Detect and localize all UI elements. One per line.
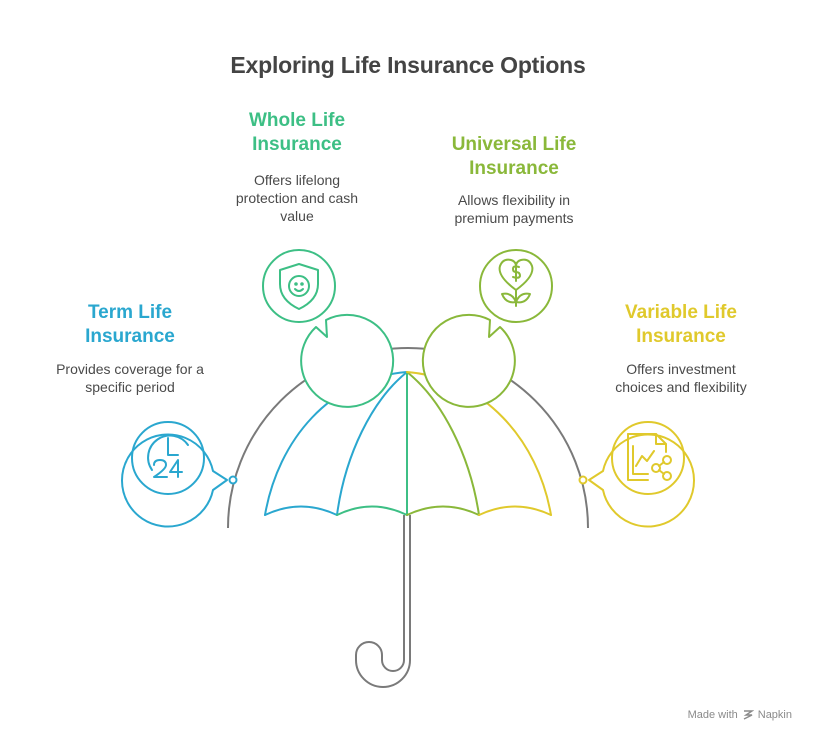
whole-life-desc-line2: protection and cash — [235, 190, 359, 206]
made-with-label: Made with — [687, 709, 738, 721]
variable-connector-dot — [578, 475, 588, 485]
whole-life-desc-line3: value — [280, 208, 314, 224]
umbrella-canopy — [264, 371, 552, 516]
page-title: Exploring Life Insurance Options — [230, 52, 586, 78]
variable-life-heading-line2: Insurance — [636, 326, 726, 347]
universal-life-description: Allows flexibility in premium payments — [414, 191, 614, 227]
chart-document-share-icon — [627, 433, 672, 481]
variable-life-badge — [588, 421, 696, 528]
variable-life-desc-line2: choices and flexibility — [615, 379, 747, 395]
canopy-left-rib — [336, 371, 408, 516]
universal-life-desc-line2: premium payments — [454, 210, 574, 226]
term-life-desc-line1: Provides coverage for a — [56, 361, 204, 377]
shield-face-icon — [279, 263, 319, 310]
whole-life-desc-line1: Offers lifelong — [253, 172, 341, 188]
variable-life-desc-line1: Offers investment — [626, 361, 736, 377]
canopy-right-scallop — [478, 505, 552, 516]
term-life-desc-line2: specific period — [85, 379, 175, 395]
whole-life-heading: Whole Life Insurance — [197, 109, 397, 157]
term-life-heading: Term Life Insurance — [30, 301, 230, 349]
universal-life-heading: Universal Life Insurance — [414, 133, 614, 181]
universal-life-heading-line1: Universal Life — [451, 134, 577, 155]
canopy-left-center-scallop — [336, 505, 408, 516]
heart-dollar-sprout-icon — [498, 258, 534, 307]
whole-life-heading-line2: Insurance — [252, 134, 342, 155]
whole-life-heading-line1: Whole Life — [248, 110, 346, 131]
clock-24-icon — [147, 434, 189, 478]
term-life-description: Provides coverage for a specific period — [30, 360, 230, 396]
footer-attribution: Made with Napkin — [688, 709, 792, 721]
umbrella-handle — [355, 515, 411, 688]
term-connector-dot — [228, 475, 238, 485]
whole-life-description: Offers lifelong protection and cash valu… — [197, 171, 397, 225]
term-life-heading-line2: Insurance — [85, 326, 175, 347]
universal-life-desc-line1: Allows flexibility in — [457, 192, 571, 208]
napkin-brand-label: Napkin — [757, 709, 792, 721]
universal-life-heading-line2: Insurance — [469, 158, 559, 179]
canopy-right-center-scallop — [406, 505, 480, 516]
variable-life-heading: Variable Life Insurance — [581, 301, 781, 349]
term-life-heading-line1: Term Life — [87, 302, 173, 323]
variable-life-heading-line1: Variable Life — [625, 302, 737, 323]
canopy-left-scallop — [264, 505, 338, 516]
outer-arc — [227, 347, 589, 529]
variable-life-description: Offers investment choices and flexibilit… — [581, 360, 781, 396]
universal-life-badge — [421, 249, 553, 408]
canopy-right-rib — [406, 371, 480, 516]
term-life-badge — [120, 421, 228, 528]
whole-life-badge — [262, 249, 395, 408]
napkin-logo-icon — [743, 710, 754, 720]
